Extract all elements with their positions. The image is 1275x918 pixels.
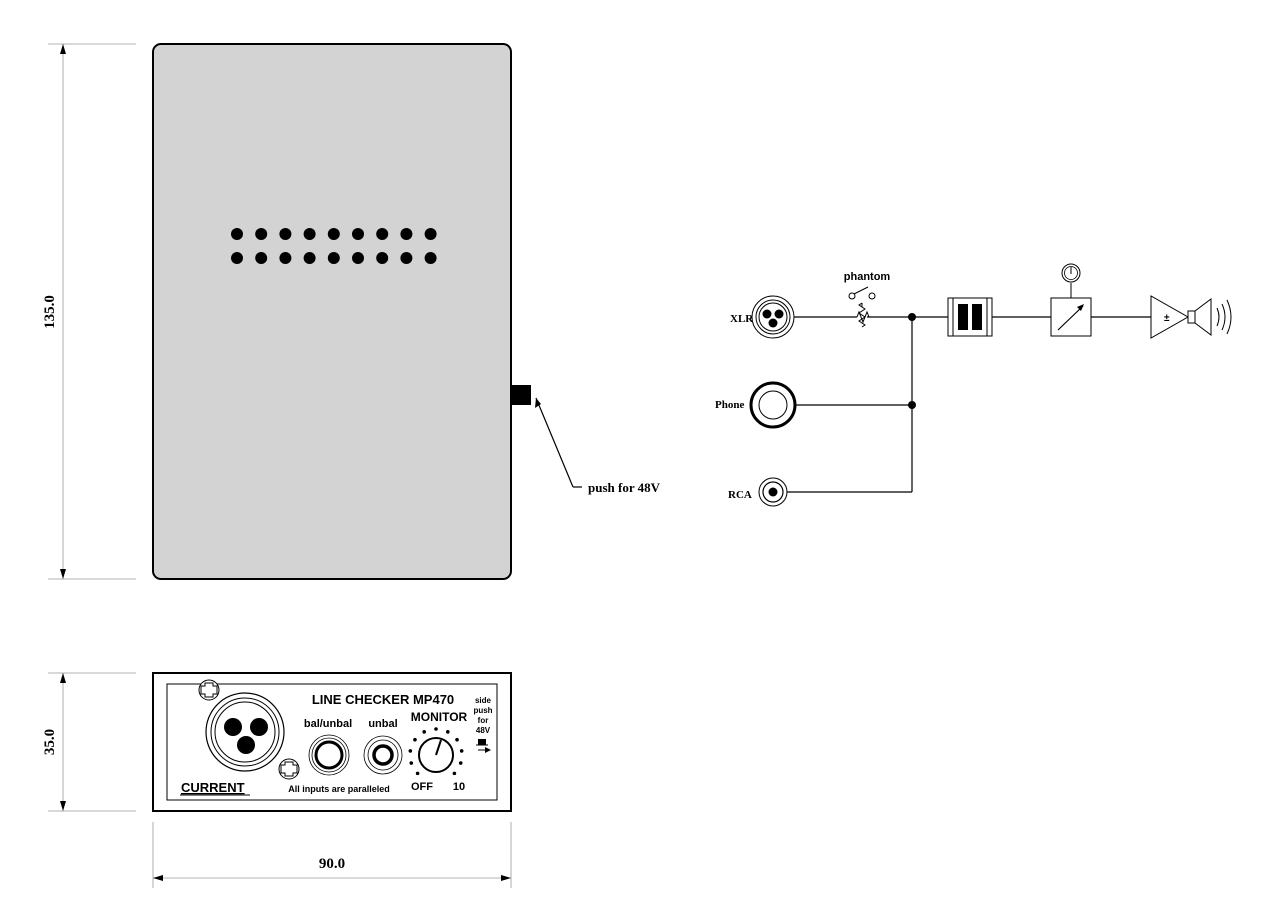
phantom-switch-icon: [848, 286, 876, 300]
phantom-label: phantom: [844, 271, 891, 283]
knob-scale-dot: [415, 771, 420, 776]
grill-hole: [400, 228, 413, 240]
resistor-icon: [856, 303, 870, 324]
amplifier-icon: ±: [1150, 295, 1190, 339]
transformer-block-icon: [947, 297, 993, 337]
dimension-90-label: 90.0: [319, 856, 345, 872]
grill-hole: [327, 228, 340, 240]
front-panel-title: LINE CHECKER MP470: [312, 692, 454, 707]
top-view: push for 48V: [152, 43, 661, 580]
knob-scale-dots: [408, 727, 464, 776]
knob-scale-dot: [413, 737, 417, 742]
xlr-connector-icon: [751, 295, 795, 339]
dimension-arrow: [60, 569, 66, 579]
block-schematic: XLR Phone RCA phan: [715, 263, 1232, 507]
grill-hole: [424, 252, 437, 264]
dimension-35-label: 35.0: [42, 729, 58, 755]
device-top-body: [152, 43, 512, 580]
volume-control-block-icon: [1050, 263, 1092, 337]
jack-unbal-label: unbal: [368, 718, 397, 730]
rca-jack-socket[interactable]: [363, 735, 403, 775]
grill-hole: [255, 252, 268, 264]
dimension-135-label: 135.0: [42, 295, 58, 329]
junction-dot: [908, 313, 916, 321]
grill-hole: [327, 252, 340, 264]
rca-connector-icon: [758, 477, 788, 507]
dimension-height-top: 135.0: [42, 43, 136, 580]
grill-hole: [231, 228, 243, 240]
knob-pointer: [435, 739, 442, 756]
side-note-line3: for: [478, 716, 489, 725]
brand-label: CURRENT: [181, 780, 245, 795]
grill-hole: [303, 252, 316, 264]
jack-bal-label: bal/unbal: [304, 718, 352, 730]
grill-hole: [231, 252, 243, 264]
side-push-note: side push for 48V: [473, 696, 493, 753]
speaker-icon: [1187, 298, 1232, 336]
phantom-push-button[interactable]: [511, 385, 531, 405]
grill-hole: [255, 228, 268, 240]
grill-hole: [303, 228, 316, 240]
grill-hole: [352, 252, 364, 264]
push-48v-label: push for 48V: [588, 480, 661, 495]
phone-connector-icon: [749, 381, 797, 429]
amp-symbol: ±: [1164, 313, 1170, 324]
side-note-line2: push: [473, 706, 492, 715]
monitor-label: MONITOR: [411, 710, 468, 724]
monitor-max-label: 10: [453, 781, 465, 793]
knob-scale-dot: [408, 749, 413, 753]
dimension-arrow: [60, 801, 66, 811]
screw-top-left-icon: [198, 679, 220, 701]
grill-hole: [376, 228, 389, 240]
knob-scale-dot: [446, 730, 450, 734]
knob-scale-dot: [409, 761, 414, 765]
input-xlr-label: XLR: [730, 313, 754, 325]
monitor-off-label: OFF: [411, 781, 433, 793]
input-phone-label: Phone: [715, 399, 744, 411]
xlr-socket[interactable]: [205, 692, 285, 772]
junction-dot: [908, 401, 916, 409]
input-rca-label: RCA: [728, 489, 752, 501]
side-note-line4: 48V: [476, 726, 491, 735]
dimension-arrow: [60, 44, 66, 54]
grill-hole: [400, 252, 413, 264]
grill-hole: [279, 252, 292, 264]
grill-hole: [279, 228, 292, 240]
knob-scale-dot: [452, 771, 457, 776]
dimension-width: 90.0: [152, 822, 512, 888]
screw-bottom-right-icon: [278, 758, 300, 780]
knob-scale-dot: [434, 727, 438, 731]
grill-hole: [376, 252, 389, 264]
leader-arrowhead: [535, 398, 541, 408]
front-panel-view: LINE CHECKER MP470 bal/unbal unbal MONIT…: [152, 672, 512, 812]
monitor-knob[interactable]: [408, 727, 464, 776]
side-note-line1: side: [475, 696, 492, 705]
leader-line: [535, 397, 574, 488]
arrow-right-icon: [485, 747, 491, 753]
knob-scale-dot: [459, 749, 464, 753]
knob-scale-dot: [422, 730, 426, 734]
dimension-arrow: [153, 875, 163, 881]
dimension-arrow: [60, 673, 66, 683]
speaker-grill: [231, 228, 437, 264]
dimension-arrow: [501, 875, 511, 881]
phone-jack-socket[interactable]: [308, 734, 350, 776]
button-icon: [478, 739, 486, 745]
paralleled-note: All inputs are paralleled: [288, 784, 390, 794]
grill-hole: [424, 228, 437, 240]
grill-hole: [352, 228, 364, 240]
dimension-height-front: 35.0: [42, 672, 136, 812]
knob-scale-dot: [455, 737, 459, 742]
knob-scale-dot: [458, 761, 463, 765]
